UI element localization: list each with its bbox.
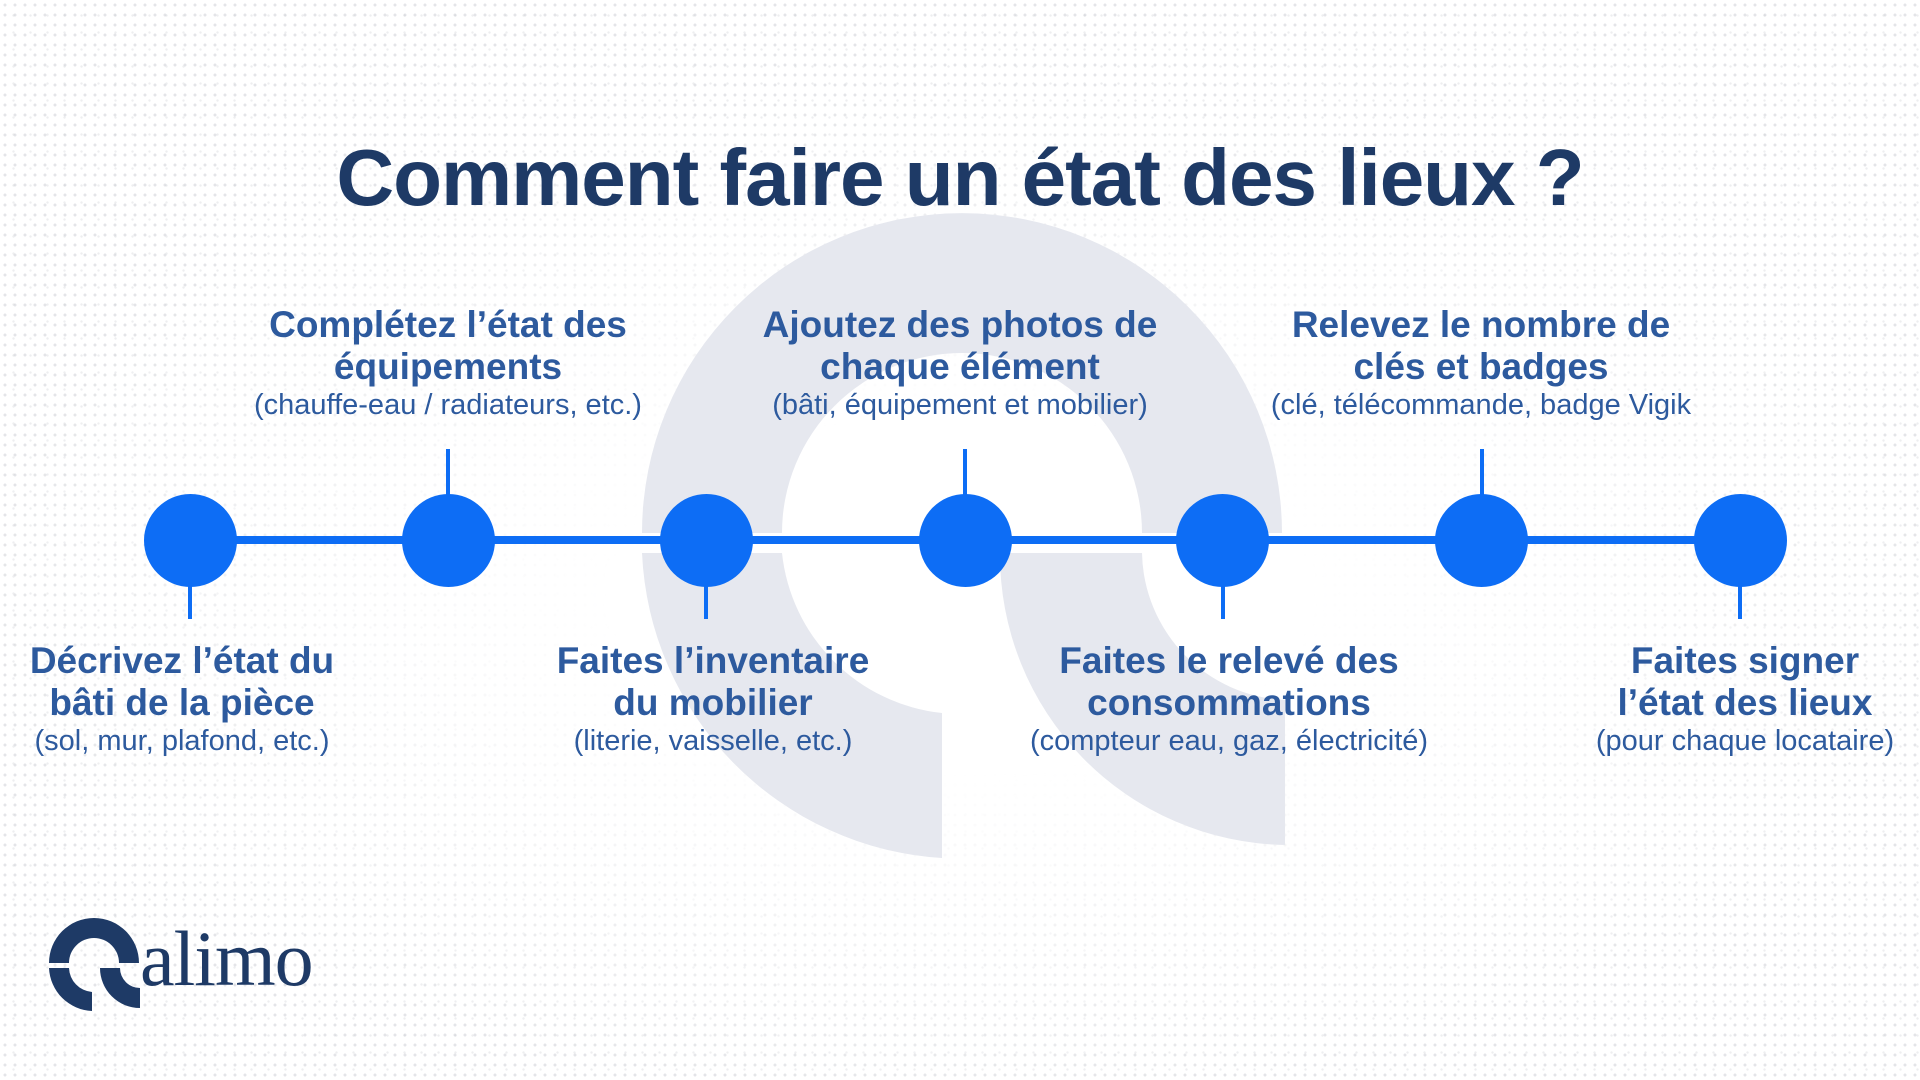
connector-stub-6 (1480, 449, 1484, 499)
step-label-4: Ajoutez des photos de chaque élément (bâ… (730, 304, 1190, 422)
connector-stub-2 (446, 449, 450, 499)
alimo-logo-mark-icon (49, 918, 140, 1011)
step-heading: Complétez l’état des équipements (269, 304, 627, 387)
step-detail: (clé, télécommande, badge Vigik (1270, 389, 1692, 421)
step-heading: Décrivez l’état du bâti de la pièce (29, 640, 335, 723)
step-heading: Faites l’inventaire du mobilier (556, 640, 870, 723)
step-heading: Relevez le nombre de clés et badges (1291, 304, 1671, 387)
step-heading: Faites signer l’état des lieux (1617, 640, 1873, 723)
brand-name: alimo (140, 915, 314, 1002)
timeline-node-2 (402, 494, 495, 587)
step-label-5: Faites le relevé des consommations (comp… (999, 640, 1459, 758)
step-detail: (chauffe-eau / radiateurs, etc.) (254, 389, 642, 421)
step-detail: (sol, mur, plafond, etc.) (34, 725, 330, 757)
step-label-3: Faites l’inventaire du mobilier (literie… (483, 640, 943, 758)
step-detail: (literie, vaisselle, etc.) (573, 725, 853, 757)
timeline-node-4 (919, 494, 1012, 587)
page-title: Comment faire un état des lieux ? (336, 132, 1584, 222)
step-detail: (bâti, équipement et mobilier) (772, 389, 1148, 421)
connector-stub-4 (963, 449, 967, 499)
step-heading: Ajoutez des photos de chaque élément (762, 304, 1158, 387)
step-label-7: Faites signer l’état des lieux (pour cha… (1515, 640, 1920, 758)
step-label-1: Décrivez l’état du bâti de la pièce (sol… (0, 640, 412, 758)
step-label-6: Relevez le nombre de clés et badges (clé… (1251, 304, 1711, 422)
step-detail: (pour chaque locataire) (1595, 725, 1895, 757)
connector-stub-1 (188, 582, 192, 619)
step-heading: Faites le relevé des consommations (1059, 640, 1399, 723)
timeline-node-1 (144, 494, 237, 587)
timeline-node-6 (1435, 494, 1528, 587)
timeline-node-7 (1694, 494, 1787, 587)
step-label-2: Complétez l’état des équipements (chauff… (218, 304, 678, 422)
connector-stub-5 (1221, 582, 1225, 619)
connector-stub-3 (704, 582, 708, 619)
timeline-node-5 (1176, 494, 1269, 587)
connector-stub-7 (1738, 582, 1742, 619)
step-detail: (compteur eau, gaz, électricité) (1029, 725, 1429, 757)
timeline-node-3 (660, 494, 753, 587)
